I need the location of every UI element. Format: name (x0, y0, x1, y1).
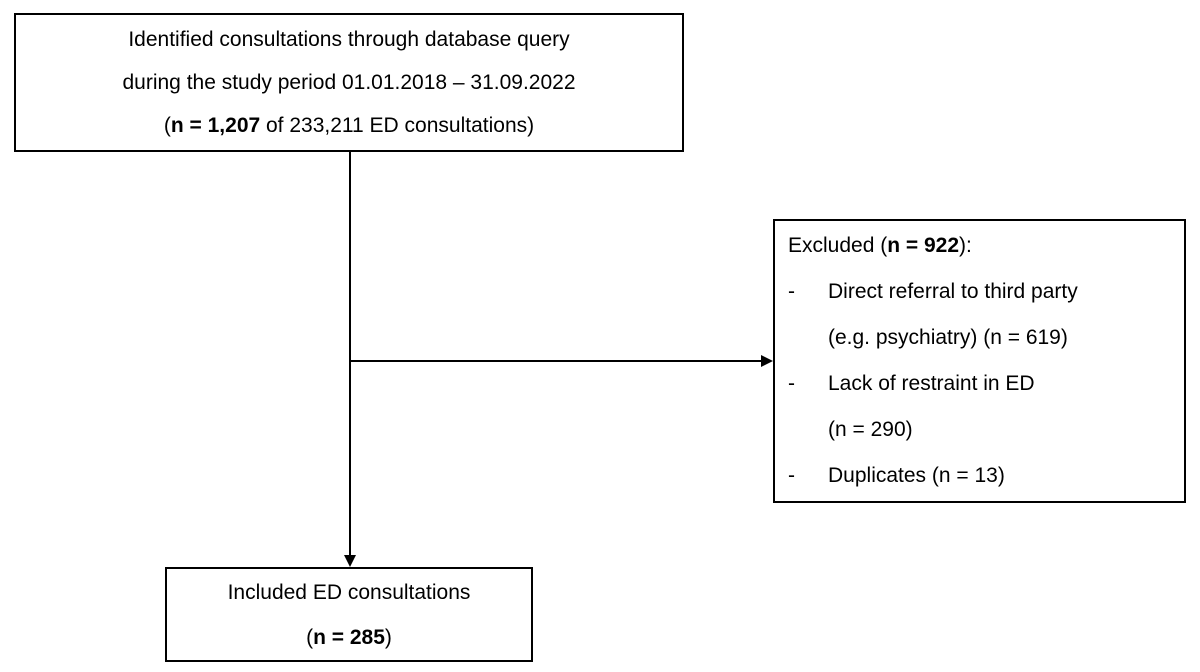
excluded-box: Excluded (n = 922): - Direct referral to… (773, 219, 1186, 503)
included-line1: Included ED consultations (227, 580, 471, 604)
identified-count-bold: n = 1,207 (170, 114, 261, 137)
excluded-item-text: Lack of restraint in ED (n = 290) (828, 361, 1176, 453)
excluded-item-line: Direct referral to third party (828, 280, 1078, 303)
excluded-item-restraint: - Lack of restraint in ED (n = 290) (788, 361, 1176, 453)
included-box: Included ED consultations (n = 285) (165, 567, 533, 662)
bullet-dash: - (788, 464, 795, 487)
identified-line1: Identified consultations through databas… (128, 28, 570, 51)
excluded-header: Excluded (n = 922): (788, 223, 1176, 269)
excluded-item-referral: - Direct referral to third party (e.g. p… (788, 269, 1176, 361)
included-count-line: (n = 285) (167, 615, 531, 660)
included-count-suffix: ) (384, 625, 392, 649)
excluded-count-bold: n = 922 (887, 234, 960, 257)
excluded-item-duplicates: - Duplicates (n = 13) (788, 453, 1176, 499)
identified-line2: during the study period 01.01.2018 – 31.… (122, 71, 576, 94)
excluded-item-line: (n = 290) (828, 418, 913, 441)
arrow-right-icon (761, 355, 773, 367)
excluded-item-line: Duplicates (n = 13) (828, 464, 1005, 487)
excluded-item-line: (e.g. psychiatry) (n = 619) (828, 326, 1068, 349)
excluded-header-suffix: ): (959, 234, 972, 257)
identified-count-prefix: ( (163, 114, 171, 137)
excluded-item-text: Direct referral to third party (e.g. psy… (828, 269, 1176, 361)
identified-count-suffix: of 233,211 ED consultations) (260, 114, 535, 137)
bullet-dash: - (788, 372, 795, 395)
arrow-down-icon (344, 555, 356, 567)
excluded-header-prefix: Excluded ( (788, 234, 888, 257)
excluded-item-text: Duplicates (n = 13) (828, 453, 1176, 499)
bullet-dash: - (788, 280, 795, 303)
excluded-item-line: Lack of restraint in ED (828, 372, 1035, 395)
identified-count-line: (n = 1,207 of 233,211 ED consultations) (16, 104, 682, 147)
included-count-prefix: ( (306, 625, 314, 649)
included-count-bold: n = 285 (313, 625, 385, 649)
identified-box: Identified consultations through databas… (14, 13, 684, 152)
